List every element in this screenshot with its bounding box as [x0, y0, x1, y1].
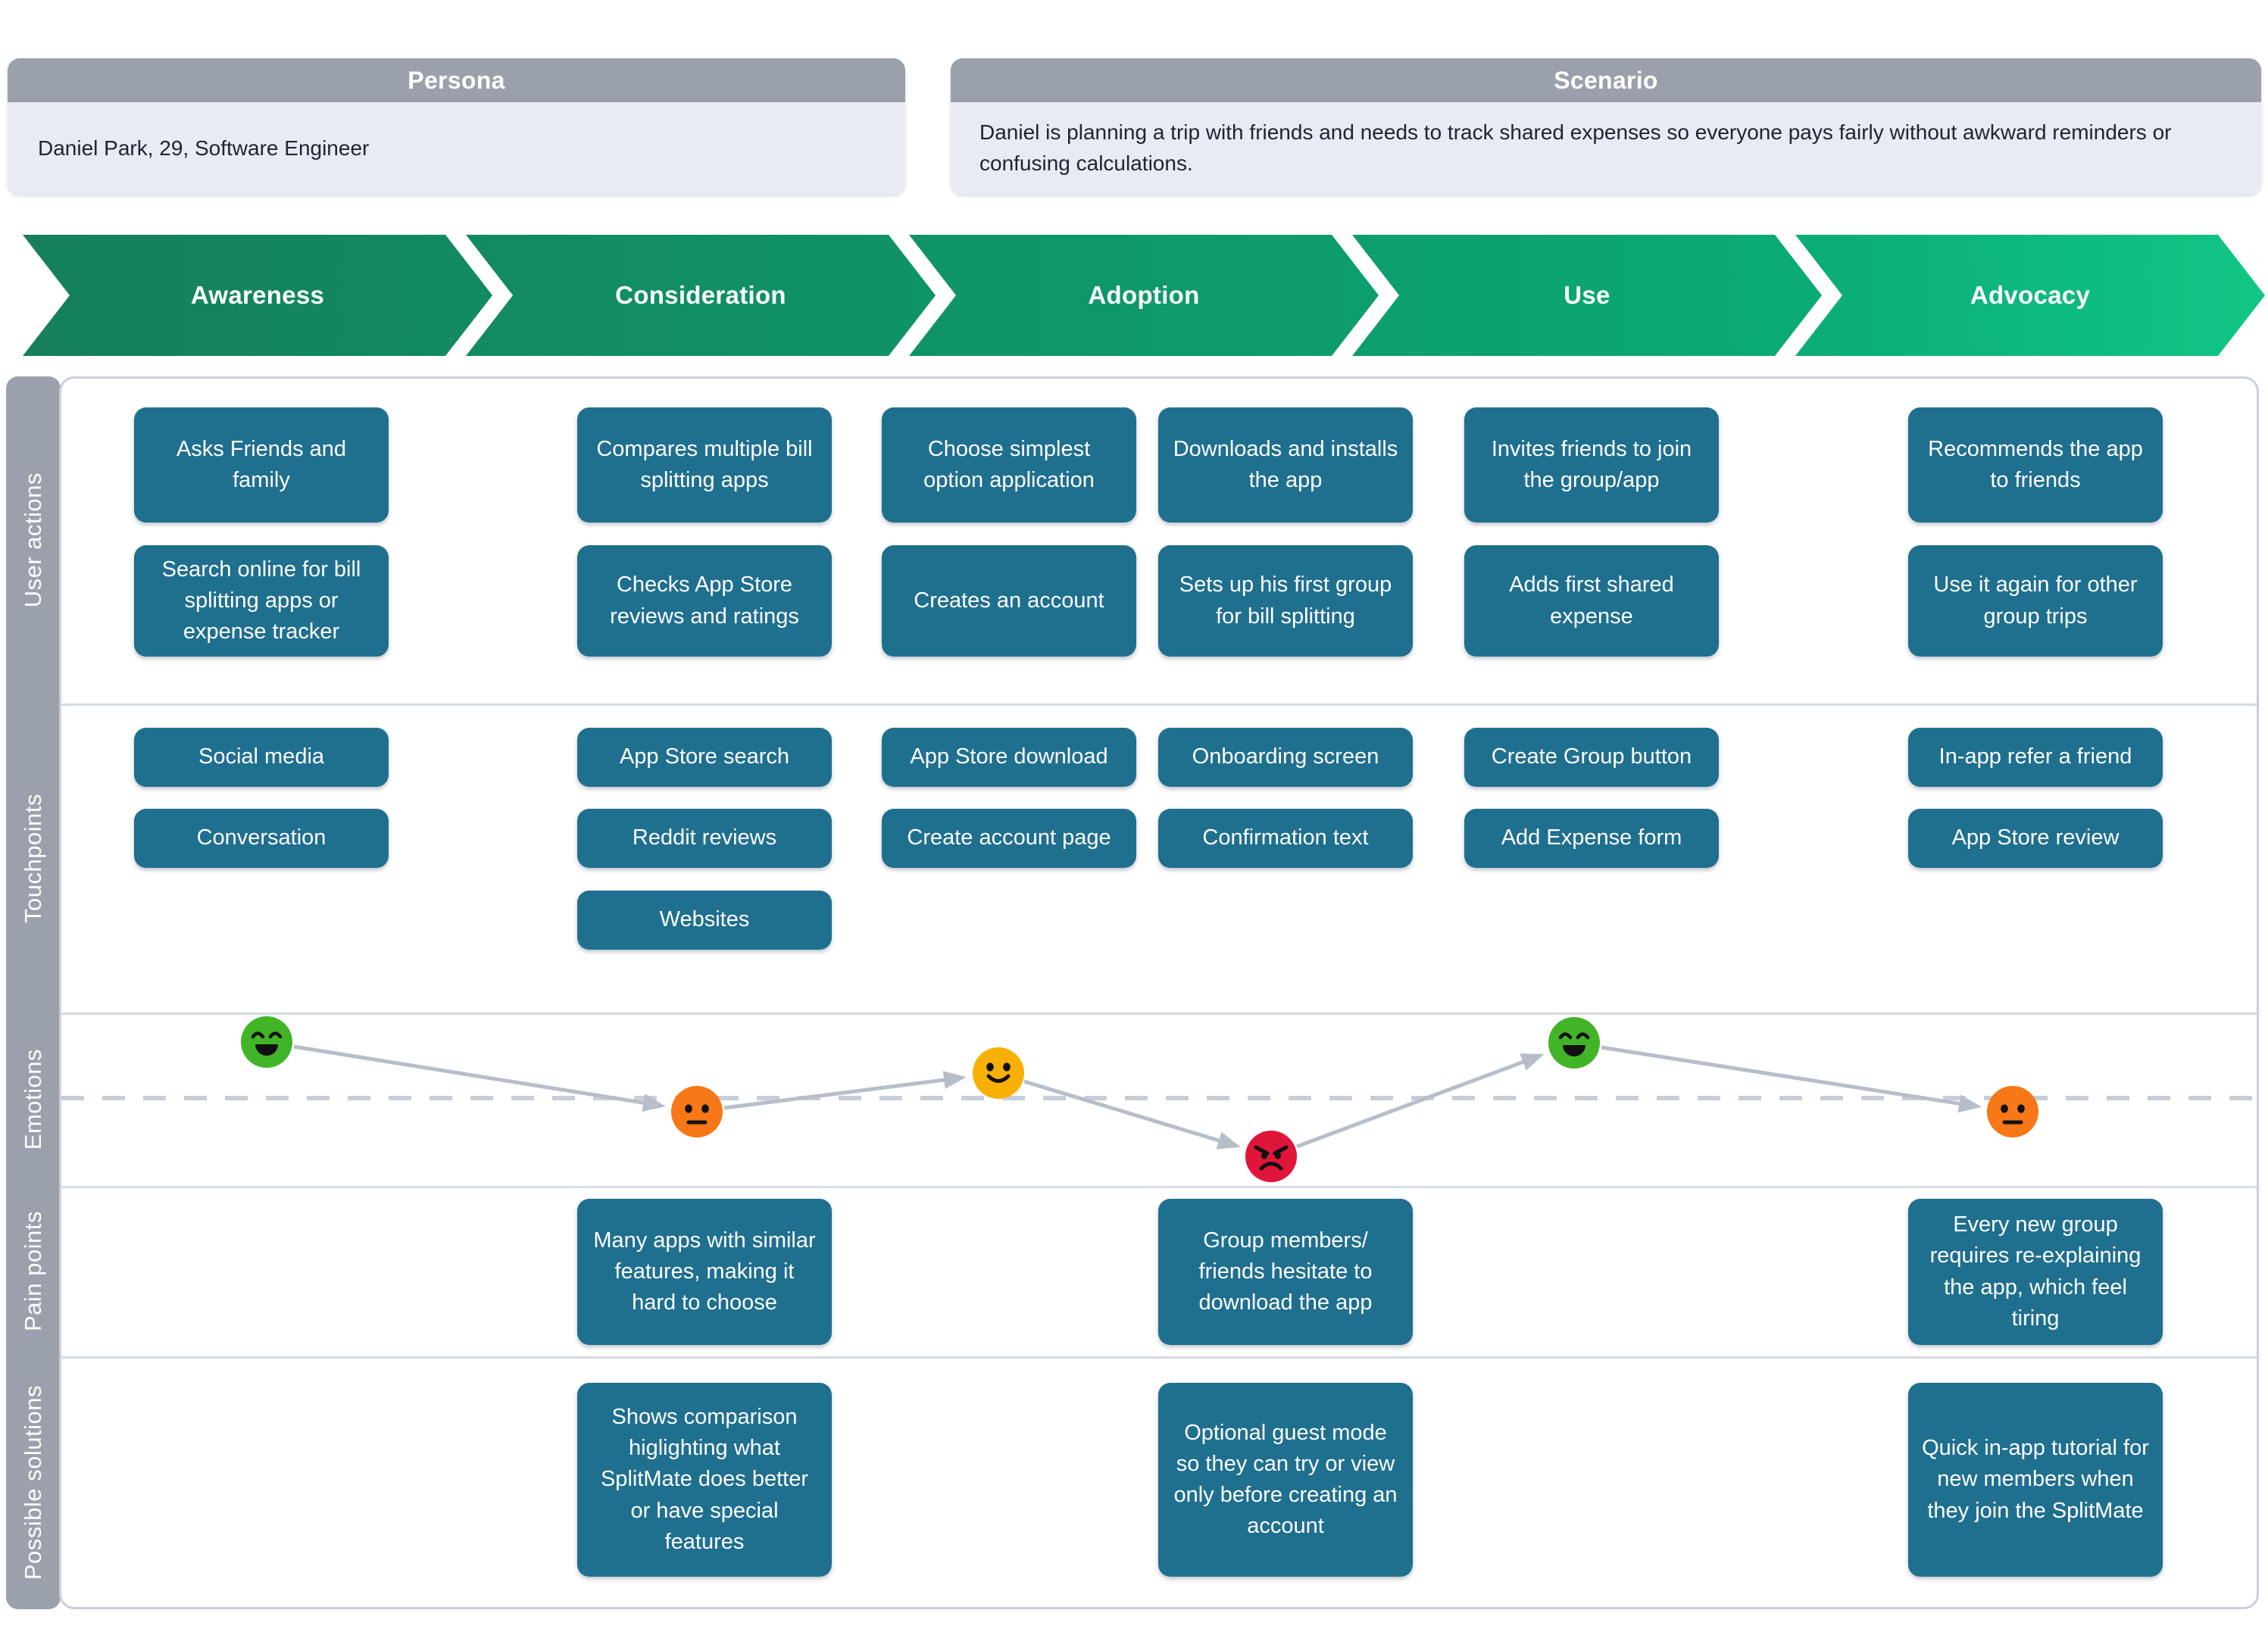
pain-point-card: Every new group requires re-explaining t… — [1908, 1199, 2163, 1345]
touchpoint-card: App Store search — [577, 728, 832, 787]
stage-label: Adoption — [1088, 281, 1200, 309]
pain-point-card: Many apps with similar features, making … — [577, 1199, 832, 1345]
row-label-user-actions: User actions — [20, 472, 46, 608]
touchpoint-card: Reddit reviews — [577, 809, 832, 868]
stage-label: Awareness — [190, 281, 325, 309]
row-label-pain-points: Pain points — [20, 1211, 46, 1331]
touchpoint-card: Onboarding screen — [1158, 728, 1413, 787]
user-action-card: Invites friends to join the group/app — [1464, 407, 1719, 523]
row-divider — [61, 704, 2257, 706]
touchpoint-card: App Store download — [882, 728, 1136, 787]
persona-box: Persona Daniel Park, 29, Software Engine… — [8, 58, 905, 195]
scenario-text: Daniel is planning a trip with friends a… — [979, 120, 2172, 175]
user-action-card: Asks Friends and family — [134, 407, 389, 523]
stage-label: Consideration — [615, 281, 786, 309]
pain-point-card: Group members/ friends hesitate to downl… — [1158, 1199, 1413, 1345]
stage-arrow-awareness: Awareness — [23, 235, 492, 356]
user-action-card: Downloads and installs the app — [1158, 407, 1413, 523]
touchpoint-card: Social media — [134, 728, 389, 787]
solution-card: Optional guest mode so they can try or v… — [1158, 1383, 1413, 1577]
touchpoint-card: Confirmation text — [1158, 809, 1413, 868]
angry-emoji-icon — [1245, 1131, 1297, 1182]
row-divider — [61, 1013, 2257, 1015]
user-action-card: Checks App Store reviews and ratings — [577, 545, 832, 657]
row-label-emotions: Emotions — [20, 1048, 46, 1150]
happy-emoji-icon — [241, 1016, 292, 1068]
row-label-touchpoints: Touchpoints — [20, 793, 46, 923]
stage-label: Advocacy — [1970, 281, 2091, 309]
content-emoji-icon — [973, 1047, 1024, 1099]
displeased-emoji-icon — [1987, 1086, 2038, 1137]
row-divider — [61, 1356, 2257, 1359]
stage-arrow-consideration: Consideration — [466, 235, 936, 356]
stage-label: Use — [1564, 281, 1610, 309]
touchpoint-card: Create account page — [882, 809, 1136, 868]
scenario-box: Scenario Daniel is planning a trip with … — [951, 58, 2261, 195]
stage-arrow-advocacy: Advocacy — [1795, 235, 2265, 356]
displeased-emoji-icon — [671, 1086, 723, 1137]
user-action-card: Use it again for other group trips — [1908, 545, 2163, 657]
user-action-card: Creates an account — [882, 545, 1136, 657]
happy-emoji-icon — [1548, 1017, 1600, 1069]
user-action-card: Search online for bill splitting apps or… — [134, 545, 389, 657]
stage-arrow-use: Use — [1352, 235, 1822, 356]
touchpoint-card: In-app refer a friend — [1908, 728, 2163, 787]
emotion-curve — [61, 1044, 2257, 1150]
row-label-possible-solutions: Possible solutions — [20, 1385, 46, 1580]
user-action-card: Choose simplest option application — [882, 407, 1136, 523]
persona-header: Persona — [8, 58, 905, 102]
user-action-card: Compares multiple bill splitting apps — [577, 407, 832, 523]
touchpoint-card: Conversation — [134, 809, 389, 868]
solution-card: Shows comparison higlighting what SplitM… — [577, 1383, 832, 1577]
touchpoint-card: Create Group button — [1464, 728, 1719, 787]
user-action-card: Adds first shared expense — [1464, 545, 1719, 657]
row-label-rail — [6, 376, 61, 1609]
touchpoint-card: Add Expense form — [1464, 809, 1719, 868]
scenario-header: Scenario — [951, 58, 2261, 102]
touchpoint-card: Websites — [577, 891, 832, 950]
stage-arrow-adoption: Adoption — [909, 235, 1379, 356]
user-action-card: Sets up his first group for bill splitti… — [1158, 545, 1413, 657]
row-divider — [61, 1186, 2257, 1188]
touchpoint-card: App Store review — [1908, 809, 2163, 868]
persona-text: Daniel Park, 29, Software Engineer — [38, 136, 370, 160]
solution-card: Quick in-app tutorial for new members wh… — [1908, 1383, 2163, 1577]
user-action-card: Recommends the app to friends — [1908, 407, 2163, 523]
